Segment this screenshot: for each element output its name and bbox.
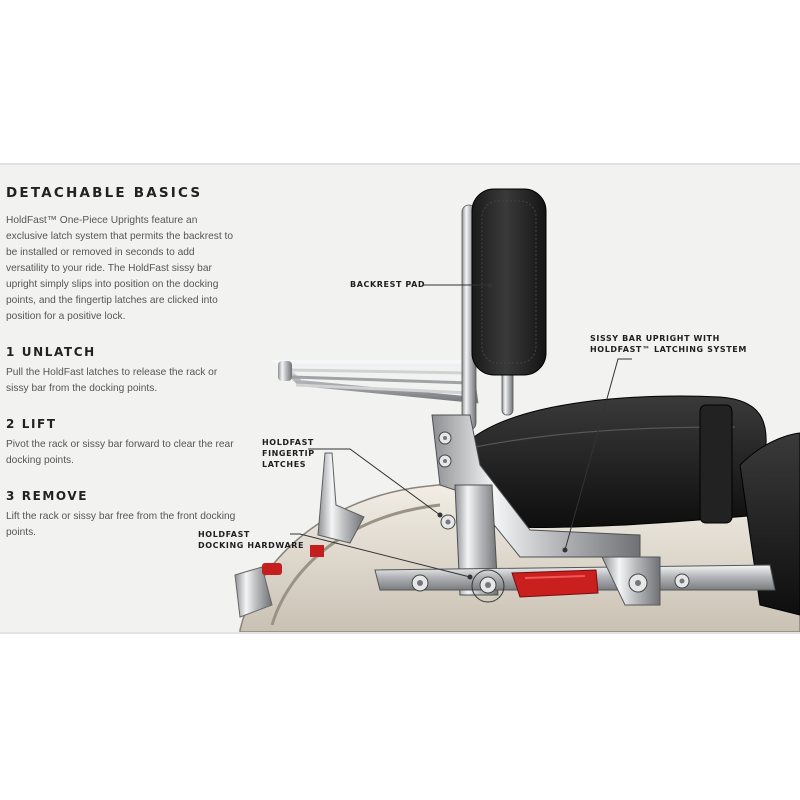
step-unlatch-title: 1 UNLATCH	[6, 345, 96, 359]
callout-docking-hardware: HOLDFAST DOCKING HARDWARE	[198, 529, 304, 551]
step-remove-text: Lift the rack or sissy bar free from the…	[6, 511, 236, 538]
callout-fingertip-line1: HOLDFAST	[262, 438, 314, 447]
step-lift-title: 2 LIFT	[6, 417, 57, 431]
callout-sissy-bar-line2: HOLDFAST™ LATCHING SYSTEM	[590, 345, 747, 354]
section-title: DETACHABLE BASICS	[6, 185, 203, 201]
product-illustration	[234, 188, 800, 632]
callout-backrest-pad: BACKREST PAD	[350, 279, 425, 290]
callout-docking-line2: DOCKING HARDWARE	[198, 541, 305, 550]
step-unlatch-text: Pull the HoldFast latches to release the…	[6, 367, 218, 394]
callout-sissy-bar-upright: SISSY BAR UPRIGHT WITH HOLDFAST™ LATCHIN…	[590, 333, 747, 355]
callout-fingertip-line2: FINGERTIP	[262, 449, 315, 458]
callout-fingertip-latches: HOLDFAST FINGERTIP LATCHES	[262, 437, 315, 470]
step-remove-title: 3 REMOVE	[6, 489, 89, 503]
callout-fingertip-line3: LATCHES	[262, 460, 307, 469]
callout-sissy-bar-line1: SISSY BAR UPRIGHT WITH	[590, 334, 720, 343]
intro-paragraph: HoldFast™ One-Piece Uprights feature an …	[6, 215, 234, 322]
text-column: DETACHABLE BASICS HoldFast™ One-Piece Up…	[6, 185, 238, 541]
feature-panel: DETACHABLE BASICS HoldFast™ One-Piece Up…	[0, 163, 800, 634]
step-lift-text: Pivot the rack or sissy bar forward to c…	[6, 439, 234, 466]
callout-backrest-pad-text: BACKREST PAD	[350, 280, 426, 289]
callout-docking-line1: HOLDFAST	[198, 530, 250, 539]
